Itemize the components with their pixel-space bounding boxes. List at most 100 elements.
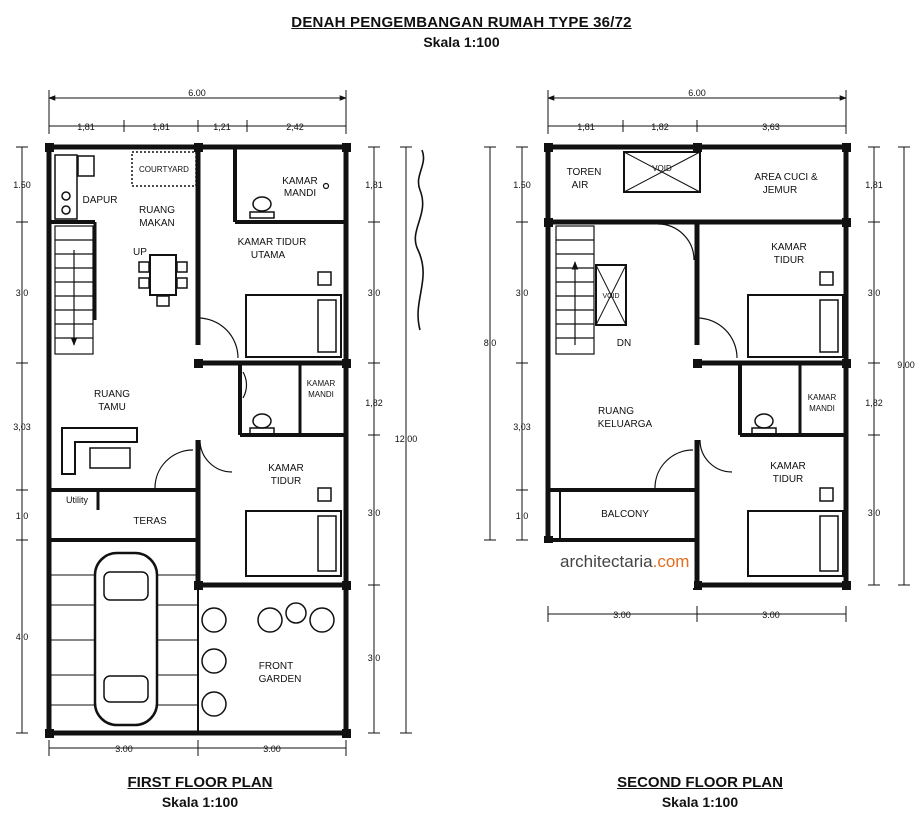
ff-coffee-table <box>89 447 131 469</box>
ff-dimension-labels: 6.00 1,81 1,81 1,21 2,42 1.50 3.0 3,03 1… <box>13 88 417 754</box>
ff-label-teras: TERAS <box>133 516 167 527</box>
ff-door-swing <box>154 449 194 489</box>
ff-nightstand <box>317 271 332 286</box>
ff-dim-total-right: 12.00 <box>395 434 418 444</box>
ff-toilet <box>252 413 272 429</box>
ff-label-kamar-mandi-2: MANDI <box>308 390 334 399</box>
sf-dim-left: 3.0 <box>516 288 529 298</box>
sf-label-kamar-tidur-2: KAMAR <box>770 461 806 472</box>
second-floor-scale: Skala 1:100 <box>661 794 739 810</box>
ff-label-kamar-tidur-utama: UTAMA <box>251 250 286 261</box>
watermark-tld: .com <box>652 552 690 571</box>
sf-bed-2 <box>747 510 844 577</box>
ff-toilet <box>252 196 272 212</box>
first-floor-plan <box>45 143 351 738</box>
sf-dim-left-total: 8.0 <box>484 338 497 348</box>
sf-dim-left: 1.0 <box>516 511 529 521</box>
watermark-name: architectaria <box>560 552 653 571</box>
sf-label-kamar-mandi: MANDI <box>809 404 835 413</box>
ff-car-rear-window <box>103 675 149 703</box>
ff-bed-master <box>245 294 342 358</box>
ff-door-swing <box>199 439 233 473</box>
ff-dim-left: 3.0 <box>16 288 29 298</box>
sf-label-kamar-tidur-1: TIDUR <box>774 255 805 266</box>
ff-label-ruang-tamu: RUANG <box>94 389 130 400</box>
ff-label-kamar-tidur: KAMAR <box>268 463 304 474</box>
ff-label-up: UP <box>133 247 147 258</box>
ff-label-front-garden: GARDEN <box>259 674 302 685</box>
ff-dim-left: 1.0 <box>16 511 29 521</box>
sf-label-void: VOID <box>652 164 672 173</box>
sf-dim-bottom: 3.00 <box>613 610 631 620</box>
sf-label-area-cuci: AREA CUCI & <box>754 172 818 183</box>
sf-dim-right: 1,81 <box>865 180 883 190</box>
ff-dining-table <box>149 254 177 296</box>
ff-chair <box>138 261 150 273</box>
ff-car <box>93 551 159 727</box>
sf-label-ruang-keluarga: RUANG <box>598 406 634 417</box>
ff-door-swing <box>197 317 239 359</box>
ff-dim-left: 1.50 <box>13 180 31 190</box>
ff-chair <box>176 277 188 289</box>
watermark: architectaria.com <box>560 552 689 572</box>
ff-dimensions <box>16 90 412 756</box>
ff-label-kamar-mandi-2: KAMAR <box>307 379 336 388</box>
ff-bed-bedroom <box>245 510 342 577</box>
sf-label-toren: TOREN <box>567 167 602 178</box>
sf-door-swing <box>657 223 695 261</box>
ff-courtyard <box>131 151 197 187</box>
sf-label-kamar-mandi: KAMAR <box>808 393 837 402</box>
ff-label-kamar-tidur-utama: KAMAR TIDUR <box>238 237 307 248</box>
ff-dim-right: 3.0 <box>368 288 381 298</box>
drawing-scale: Skala 1:100 <box>423 34 500 50</box>
ff-dim-right: 3.0 <box>368 508 381 518</box>
first-floor-caption: FIRST FLOOR PLAN <box>127 774 273 791</box>
sf-dim-top: 1,81 <box>577 122 595 132</box>
sf-bed-pillow <box>819 299 839 353</box>
ff-sink <box>77 155 95 177</box>
sf-toilet-tank <box>751 427 777 435</box>
sf-columns <box>544 143 851 590</box>
ff-chair <box>156 295 170 307</box>
sf-label-toren: AIR <box>572 180 589 191</box>
sf-label-dn: DN <box>617 338 631 349</box>
ff-dim-bottom: 3.00 <box>263 744 281 754</box>
sf-nightstand <box>819 487 834 502</box>
ff-dim-top: 1,81 <box>77 122 95 132</box>
sf-door-swing <box>654 449 694 489</box>
ff-label-kamar-tidur: TIDUR <box>271 476 302 487</box>
sf-staircase <box>555 225 595 355</box>
sf-toilet <box>754 413 774 429</box>
ff-car-windshield <box>103 571 149 601</box>
ff-label-dapur: DAPUR <box>82 195 117 206</box>
sf-label-ruang-keluarga: KELUARGA <box>598 419 653 430</box>
ff-sofa <box>61 427 138 475</box>
ff-label-ruang-makan: RUANG <box>139 205 175 216</box>
sf-dim-right: 3.0 <box>868 288 881 298</box>
ff-dim-top-total: 6.00 <box>188 88 206 98</box>
ff-toilet-tank <box>249 427 275 435</box>
sf-void-stair <box>595 264 627 326</box>
sf-void-stair-diag <box>595 264 627 326</box>
sf-bed-pillow <box>819 515 839 572</box>
drawing-title: DENAH PENGEMBANGAN RUMAH TYPE 36/72 <box>291 14 632 31</box>
sf-label-void-stair: VOID <box>602 293 619 300</box>
first-floor-scale: Skala 1:100 <box>161 794 239 810</box>
ff-dim-right: 1,81 <box>365 180 383 190</box>
ff-stove-burner <box>61 205 71 215</box>
sf-void-top <box>623 151 701 193</box>
sf-door-swing <box>696 317 738 359</box>
sf-dimensions <box>484 90 910 622</box>
ff-kitchen-counter <box>54 154 78 220</box>
ff-dim-left: 3,03 <box>13 422 31 432</box>
sf-dim-bottom: 3.00 <box>762 610 780 620</box>
ff-dim-top: 1,81 <box>152 122 170 132</box>
ff-dim-right: 3.0 <box>368 653 381 663</box>
ff-label-front-garden: FRONT <box>259 661 293 672</box>
ff-label-ruang-tamu: TAMU <box>98 402 126 413</box>
ff-dim-top: 1,21 <box>213 122 231 132</box>
ff-dim-right: 1,82 <box>365 398 383 408</box>
ff-label-ruang-makan: MAKAN <box>139 218 175 229</box>
sf-label-balcony: BALCONY <box>601 509 649 520</box>
ff-dim-bottom: 3.00 <box>115 744 133 754</box>
